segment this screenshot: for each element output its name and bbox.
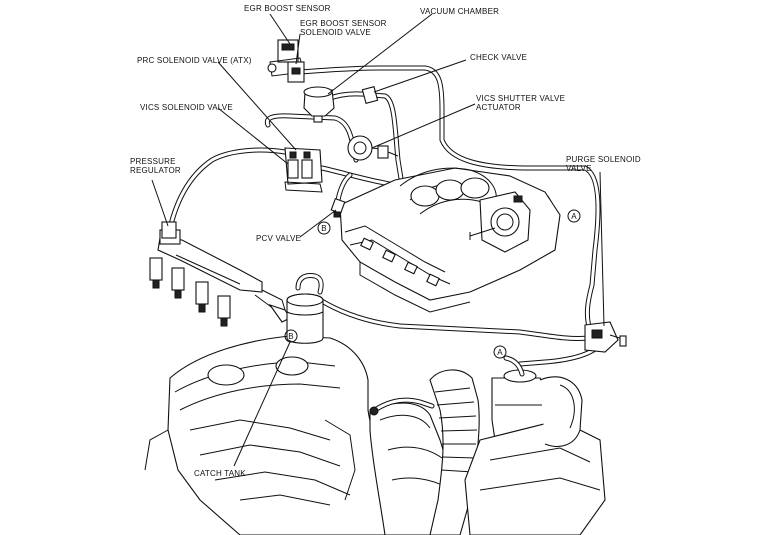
label-purge-solenoid-line1: PURGE SOLENOID bbox=[566, 155, 641, 164]
marker-b-top: B bbox=[317, 221, 331, 235]
marker-b-top-label: B bbox=[321, 224, 327, 233]
egr-boost-sensor-solenoid-valve bbox=[287, 61, 305, 83]
label-egr-boost-sensor-solenoid-line1: EGR BOOST SENSOR bbox=[300, 19, 387, 28]
purge-solenoid-valve bbox=[584, 321, 627, 353]
label-prc-solenoid-valve: PRC SOLENOID VALVE (ATX) bbox=[137, 56, 252, 65]
vacuum-hoses bbox=[165, 65, 603, 367]
check-valve bbox=[361, 86, 379, 104]
injector-2 bbox=[171, 267, 185, 299]
marker-a-bottom: A bbox=[493, 345, 525, 377]
label-pressure-regulator-line1: PRESSURE bbox=[130, 157, 176, 166]
egr-boost-sensor bbox=[267, 39, 305, 77]
vics-solenoid-valve bbox=[284, 147, 323, 193]
label-pressure-regulator-line2: REGULATOR bbox=[130, 166, 181, 175]
label-purge-solenoid-line2: VALVE bbox=[566, 164, 592, 173]
label-egr-boost-sensor-solenoid-line2: SOLENOID VALVE bbox=[300, 28, 371, 37]
label-vics-solenoid-valve: VICS SOLENOID VALVE bbox=[140, 103, 233, 112]
label-catch-tank: CATCH TANK bbox=[194, 469, 246, 478]
pcv-valve bbox=[330, 172, 353, 218]
vacuum-chamber bbox=[303, 86, 335, 123]
vics-shutter-valve-actuator bbox=[347, 135, 399, 161]
label-vics-shutter-line1: VICS SHUTTER VALVE bbox=[476, 94, 565, 103]
marker-a-bottom-label: A bbox=[497, 348, 503, 357]
marker-a-top-label: A bbox=[571, 212, 577, 221]
marker-b-bottom: B bbox=[284, 329, 298, 343]
marker-b-bottom-label: B bbox=[288, 332, 294, 341]
label-pcv-valve: PCV VALVE bbox=[256, 234, 301, 243]
label-check-valve: CHECK VALVE bbox=[470, 53, 527, 62]
engine-block bbox=[144, 335, 606, 535]
injector-4 bbox=[217, 295, 231, 327]
label-vacuum-chamber: VACUUM CHAMBER bbox=[420, 7, 499, 16]
injector-3 bbox=[195, 281, 209, 313]
leader-lines bbox=[151, 13, 605, 467]
intake-manifold bbox=[339, 167, 561, 313]
pressure-regulator bbox=[161, 221, 177, 239]
fuel-rail bbox=[149, 229, 291, 327]
label-egr-boost-sensor: EGR BOOST SENSOR bbox=[244, 4, 331, 13]
injector-1 bbox=[149, 257, 163, 289]
label-vics-shutter-line2: ACTUATOR bbox=[476, 103, 521, 112]
marker-a-top: A bbox=[567, 209, 581, 223]
callout-labels: EGR BOOST SENSOR EGR BOOST SENSOR SOLENO… bbox=[130, 4, 641, 478]
